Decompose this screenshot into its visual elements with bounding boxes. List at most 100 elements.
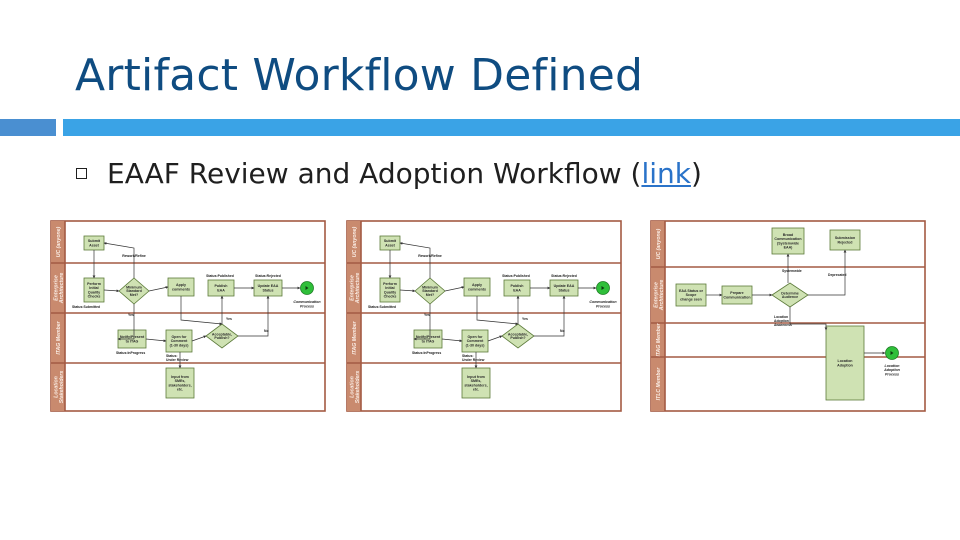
locadopt-box <box>825 325 865 401</box>
flow-arrow <box>117 304 135 341</box>
flow-arrow <box>399 289 416 293</box>
rework-refine-label: Rework/Refine <box>418 254 442 258</box>
under-review-label: Under Review <box>166 358 189 362</box>
lane-label: EnterpriseArchitecture <box>53 273 64 305</box>
title-accent-bar <box>63 119 960 136</box>
flow-arrow <box>444 286 465 292</box>
lane-label: EnterpriseArchitecture <box>653 280 664 312</box>
flow-arrow <box>103 289 120 293</box>
slide-title: Artifact Workflow Defined <box>75 50 644 101</box>
status-published-label: Status:Published <box>206 274 234 278</box>
square-bullet-icon <box>76 167 87 179</box>
flow-arrow <box>789 307 828 331</box>
awareness-label: Awareness <box>774 323 792 327</box>
lane-label: LocationStakeholders <box>53 371 64 404</box>
rework-refine-label: Rework/Refine <box>122 254 146 258</box>
yes-label: Yes <box>128 313 134 317</box>
bullet-text-close: ) <box>690 156 702 190</box>
flow-arrow <box>145 338 167 343</box>
yes-label: Yes <box>522 317 528 321</box>
lane-label: ITAG Member <box>656 322 662 356</box>
location-label: Location <box>774 315 788 319</box>
status-submitted-label: Status:Submitted <box>368 305 396 309</box>
play-arrow-icon <box>890 351 894 355</box>
bullet-text: EAAF Review and Adoption Workflow ( <box>107 156 642 190</box>
accept-label: Acceptable,Publish? <box>212 332 232 340</box>
input-box <box>461 367 491 399</box>
under-review-label: Under Review <box>462 358 485 362</box>
status-published-label: Status:Published <box>502 274 530 278</box>
status-submitted-label: Status:Submitted <box>72 305 100 309</box>
status-rejected-label: Status:Rejected <box>255 274 281 278</box>
flow-arrow <box>476 296 519 326</box>
adoption-label: Adoption <box>774 319 789 323</box>
lane-label: UC (anyone) <box>656 228 662 259</box>
play-arrow-icon <box>305 286 309 290</box>
status-rejected-label: Status:Rejected <box>551 274 577 278</box>
lane-label: ITAG Member <box>56 320 62 354</box>
yes-label: Yes <box>424 313 430 317</box>
flow-arrow <box>191 335 207 342</box>
lane-label: UC (anyone) <box>56 226 62 257</box>
flow-arrow <box>413 304 431 341</box>
deprecated-label: Deprecated <box>828 273 846 277</box>
flow-arrow <box>487 335 503 342</box>
systemwide-label: Systemwide <box>782 269 802 273</box>
flow-arrow <box>148 286 169 292</box>
flow-arrow <box>441 338 463 343</box>
bullet-item: EAAF Review and Adoption Workflow (link) <box>76 154 702 192</box>
broad-box <box>771 227 805 255</box>
flow-arrow <box>534 295 566 337</box>
lane-label: LocationStakeholders <box>349 371 360 404</box>
lane-label: ITAG Member <box>352 320 358 354</box>
lane-label: UC (anyone) <box>352 226 358 257</box>
status-inprogress-label: Status:InProgress <box>116 351 145 355</box>
no-label: No <box>560 329 565 333</box>
flow-arrow <box>238 295 270 337</box>
workflow-link[interactable]: link <box>641 156 691 190</box>
flow-arrow <box>180 296 223 326</box>
yes-label: Yes <box>226 317 232 321</box>
status-inprogress-label: Status:InProgress <box>412 351 441 355</box>
status-label: Status: <box>462 354 474 358</box>
flow-arrow <box>399 242 431 278</box>
lane-label: EnterpriseArchitecture <box>349 273 360 305</box>
flow-arrow <box>103 242 135 278</box>
status-label: Status: <box>166 354 178 358</box>
lane-header-column <box>651 221 665 411</box>
flow-arrow <box>808 249 847 296</box>
accept-label: Acceptable,Publish? <box>508 332 528 340</box>
